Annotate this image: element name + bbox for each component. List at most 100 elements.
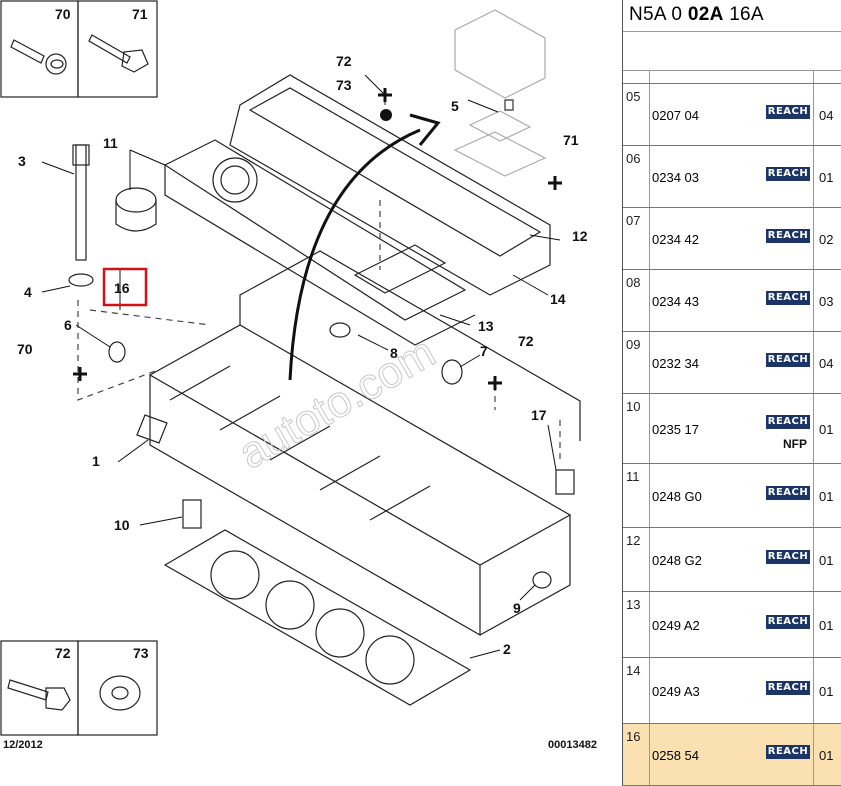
part-quantity: 01: [819, 422, 834, 437]
part-quantity: 01: [819, 748, 834, 763]
seal-8: [329, 322, 351, 338]
inset-70-71: [0, 0, 158, 98]
callout-71[interactable]: 71: [563, 132, 579, 148]
dot-marker: [380, 109, 392, 121]
part-index: 08: [626, 275, 641, 290]
column-header: [623, 71, 841, 84]
callout-70-top[interactable]: 70: [55, 6, 71, 22]
part-quantity: 01: [819, 684, 834, 699]
part-index: 05: [626, 89, 641, 104]
part-index: 06: [626, 151, 641, 166]
part-note: NFP: [783, 437, 807, 451]
part-reference[interactable]: 0234 42: [652, 232, 699, 247]
exploded-diagram: autoto.com 70 71 3 11 4 16 6 70 72 73 5 …: [0, 0, 597, 751]
reach-badge: REACH: [766, 415, 810, 429]
plus-markers: [73, 88, 562, 390]
reach-badge: REACH: [766, 681, 810, 695]
reach-badge: REACH: [766, 229, 810, 243]
bushing-7: [441, 359, 463, 385]
callout-71-top[interactable]: 71: [132, 6, 148, 22]
oil-cap-16: [115, 187, 157, 232]
model-code-header: N5A 0 02A 16A: [623, 0, 841, 32]
part-row[interactable]: 05 0207 04 REACH 04: [623, 84, 841, 146]
part-reference[interactable]: 0249 A3: [652, 684, 700, 699]
parts-rows: 05 0207 04 REACH 04 06 0234 03 REACH 01 07 0234 4…: [623, 84, 841, 786]
part-index: 09: [626, 337, 641, 352]
part-reference[interactable]: 0232 34: [652, 356, 699, 371]
reach-badge: REACH: [766, 615, 810, 629]
part-quantity: 01: [819, 170, 834, 185]
part-reference[interactable]: 0258 54: [652, 748, 699, 763]
part-quantity: 01: [819, 553, 834, 568]
washer-73-icon: [99, 675, 141, 711]
cylinder-head: [136, 250, 581, 637]
part-reference[interactable]: 0235 17: [652, 422, 699, 437]
part-index: 10: [626, 399, 641, 414]
part-row[interactable]: 13 0249 A2 REACH 01: [623, 592, 841, 658]
part-quantity: 02: [819, 232, 834, 247]
callout-17[interactable]: 17: [531, 407, 547, 423]
reach-badge: REACH: [766, 550, 810, 564]
callout-8[interactable]: 8: [390, 345, 398, 361]
callout-72-mid[interactable]: 72: [518, 333, 534, 349]
callout-72-bottom[interactable]: 72: [55, 645, 71, 661]
callout-1[interactable]: 1: [92, 453, 100, 469]
part-reference[interactable]: 0248 G0: [652, 489, 702, 504]
part-reference[interactable]: 0207 04: [652, 108, 699, 123]
head-bolt-3: [68, 144, 94, 287]
seal-6: [108, 341, 126, 363]
part-row[interactable]: 14 0249 A3 REACH 01: [623, 658, 841, 724]
callout-3[interactable]: 3: [18, 153, 26, 169]
part-quantity: 01: [819, 489, 834, 504]
callout-72[interactable]: 72: [336, 53, 352, 69]
part-quantity: 04: [819, 108, 834, 123]
plug-9: [532, 571, 552, 589]
footer-date: 12/2012: [3, 739, 43, 751]
callout-11[interactable]: 11: [103, 135, 118, 151]
callout-5[interactable]: 5: [451, 98, 459, 114]
reach-badge: REACH: [766, 486, 810, 500]
callout-4[interactable]: 4: [24, 284, 32, 300]
part-row[interactable]: 11 0248 G0 REACH 01: [623, 464, 841, 528]
part-index: 13: [626, 597, 641, 612]
callout-73[interactable]: 73: [336, 77, 352, 93]
callout-9[interactable]: 9: [513, 600, 521, 616]
callout-2[interactable]: 2: [503, 641, 511, 657]
callout-70[interactable]: 70: [17, 341, 33, 357]
valve-detail-inset: [453, 9, 547, 177]
valve-cover: [163, 74, 551, 346]
reach-badge: REACH: [766, 167, 810, 181]
callout-6[interactable]: 6: [64, 317, 72, 333]
model-code-prefix: N5A 0: [629, 4, 688, 25]
model-code-suffix: 16A: [723, 4, 764, 25]
part-reference[interactable]: 0249 A2: [652, 618, 700, 633]
callout-7[interactable]: 7: [480, 343, 488, 359]
callout-13[interactable]: 13: [478, 318, 494, 334]
part-reference[interactable]: 0234 43: [652, 294, 699, 309]
part-reference[interactable]: 0234 03: [652, 170, 699, 185]
parts-table: N5A 0 02A 16A 05 0207 04 REACH 04 06 0234 03 R…: [622, 0, 841, 786]
part-index: 11: [626, 469, 640, 484]
callout-16[interactable]: 16: [114, 280, 130, 296]
callout-14[interactable]: 14: [550, 291, 566, 307]
bolt-70-icon: [10, 39, 67, 75]
callout-73-bottom[interactable]: 73: [133, 645, 149, 661]
callout-12[interactable]: 12: [572, 228, 588, 244]
reach-badge: REACH: [766, 291, 810, 305]
part-row[interactable]: 06 0234 03 REACH 01: [623, 146, 841, 208]
callout-10[interactable]: 10: [114, 517, 130, 533]
part-index: 14: [626, 663, 641, 678]
part-index: 07: [626, 213, 641, 228]
part-row[interactable]: 07 0234 42 REACH 02: [623, 208, 841, 270]
part-quantity: 01: [819, 618, 834, 633]
reach-badge: REACH: [766, 105, 810, 119]
highlight-16[interactable]: [102, 267, 148, 307]
part-reference[interactable]: 0248 G2: [652, 553, 702, 568]
head-gasket: [163, 529, 472, 706]
watermark: autoto.com: [231, 327, 444, 478]
